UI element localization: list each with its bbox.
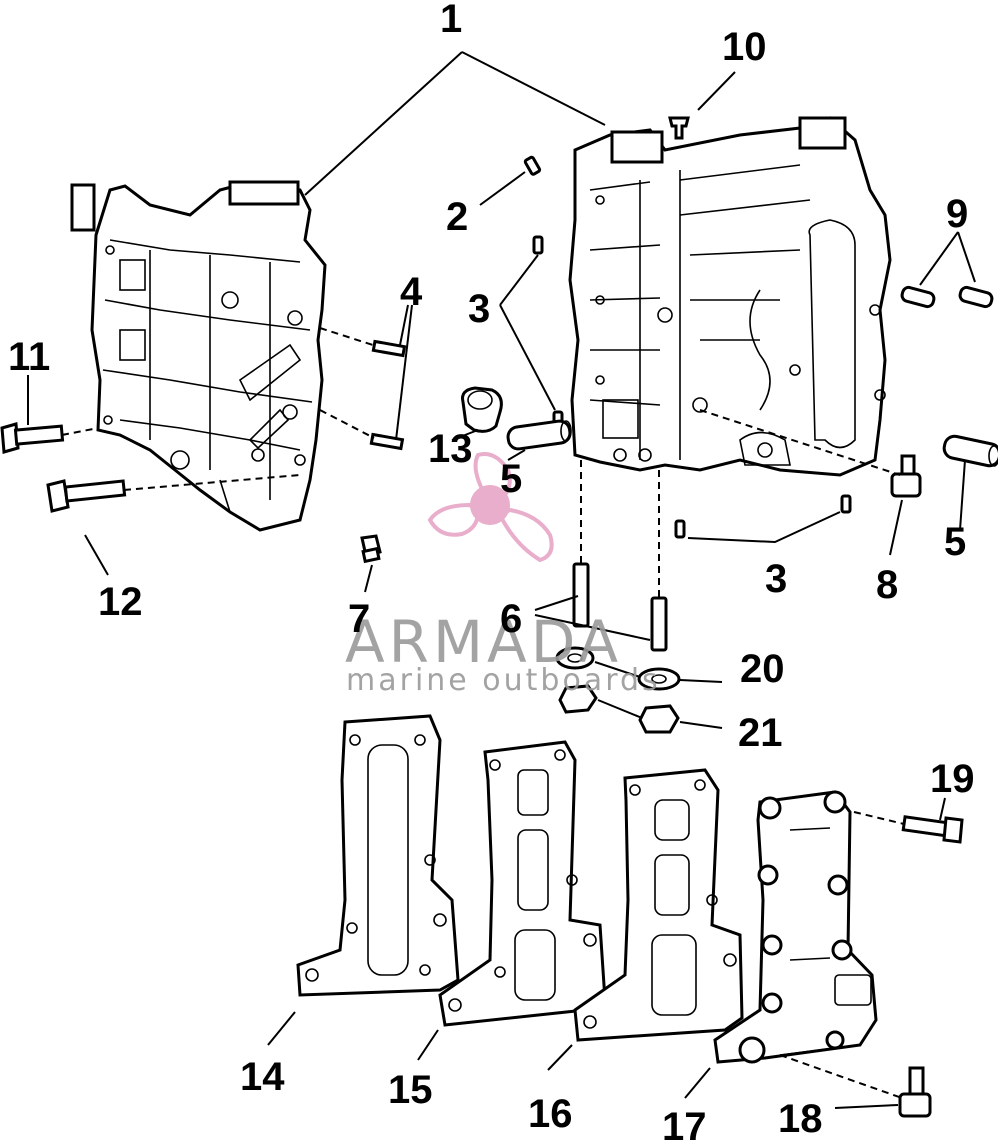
callout-11: 11 [8, 335, 50, 379]
bolt-12 [46, 479, 127, 513]
pin-2 [523, 155, 542, 176]
fitting-7 [360, 534, 382, 564]
bolt-11 [0, 422, 65, 454]
washers-20 [555, 646, 681, 691]
screw-10 [668, 116, 690, 140]
callout-1: 1 [440, 0, 462, 41]
watermark-brand: ARMADA [345, 608, 622, 676]
cylinder-block-right [568, 116, 892, 477]
leader-lines [27, 51, 976, 1109]
sleeve-5-left [506, 419, 572, 451]
armada-watermark: ARMADA marine outboards [345, 452, 661, 698]
callout-15: 15 [388, 1068, 433, 1112]
callout-12: 12 [98, 580, 143, 624]
callout-4: 4 [400, 270, 423, 314]
studs-6 [572, 562, 668, 652]
callout-labels: 1 2 3 3 4 5 5 6 7 8 9 10 11 12 13 14 15 … [8, 0, 975, 1143]
gasket-15 [438, 740, 607, 1027]
callout-21: 21 [738, 711, 783, 755]
studs-4 [369, 339, 407, 451]
callout-16: 16 [528, 1092, 573, 1136]
callout-9: 9 [946, 192, 968, 236]
callout-3b: 3 [765, 557, 787, 601]
alignment-lines [61, 327, 905, 1099]
fitting-18 [898, 1066, 932, 1118]
propeller-logo-icon [427, 452, 554, 563]
callout-14: 14 [240, 1055, 285, 1099]
gasket-14 [296, 714, 460, 997]
callout-3a: 3 [468, 287, 490, 331]
callout-17: 17 [662, 1105, 707, 1143]
bolt-19 [901, 815, 964, 844]
fitting-8 [890, 454, 922, 498]
gasket-16 [573, 768, 744, 1042]
callout-10: 10 [722, 25, 767, 69]
crankcase-cover-left [70, 180, 327, 532]
callout-8: 8 [876, 563, 898, 607]
callout-5b: 5 [944, 520, 966, 564]
bushing-13 [461, 386, 503, 433]
callout-19: 19 [930, 757, 975, 801]
callout-2: 2 [446, 195, 468, 239]
watermark-tagline: marine outboards [346, 663, 661, 698]
callout-5a: 5 [500, 457, 522, 501]
sleeve-5-right [942, 434, 998, 468]
cover-plate-17 [713, 790, 878, 1064]
nuts-21 [558, 684, 680, 734]
callout-7: 7 [348, 597, 370, 641]
callout-13: 13 [428, 427, 473, 471]
callout-20: 20 [740, 647, 785, 691]
bushings-9 [900, 285, 994, 309]
callout-6: 6 [500, 597, 522, 641]
callout-18: 18 [778, 1097, 823, 1141]
